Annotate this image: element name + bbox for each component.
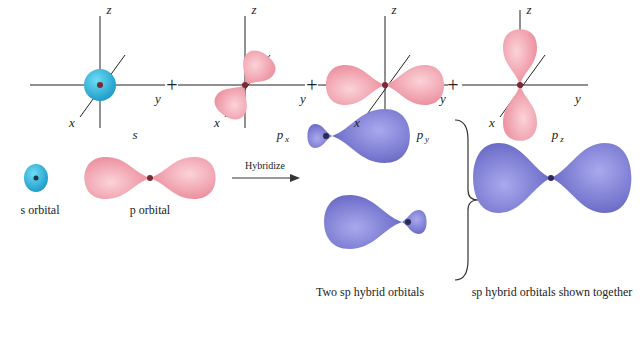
plus-sign: + xyxy=(306,75,317,95)
caption-label: p orbital xyxy=(130,204,170,216)
orbital-subscript: x xyxy=(285,135,289,144)
bracket xyxy=(455,120,478,280)
axis-label: z xyxy=(526,3,531,16)
axis-label: y xyxy=(440,92,446,105)
axis-label: z xyxy=(251,3,256,16)
orbital-label: p xyxy=(277,128,284,141)
orbital-label: s xyxy=(132,128,137,141)
axis-label: y xyxy=(155,92,161,105)
axis-label: y xyxy=(300,92,306,105)
s-orbital xyxy=(84,69,116,101)
orbital-subscript: y xyxy=(425,135,429,144)
s-orbital xyxy=(24,164,48,192)
caption-label: Two sp hybrid orbitals xyxy=(316,286,424,298)
plus-sign: + xyxy=(447,75,458,95)
caption-label: sp hybrid orbitals shown together xyxy=(472,286,633,298)
axis-label: x xyxy=(214,116,220,129)
axes xyxy=(30,16,165,128)
axis-label: x xyxy=(489,116,495,129)
orbital-label: p xyxy=(552,128,559,141)
axis-label: z xyxy=(106,3,111,16)
orbital-label: p xyxy=(417,128,424,141)
axis-label: x xyxy=(354,116,360,129)
axis-label: z xyxy=(391,3,396,16)
axis-label: y xyxy=(575,92,581,105)
axis-label: x xyxy=(69,116,75,129)
caption-label: s orbital xyxy=(21,204,60,216)
orbital-subscript: z xyxy=(560,135,564,144)
axes xyxy=(178,16,305,128)
plus-sign: + xyxy=(166,75,177,95)
hybridize-arrow xyxy=(232,177,292,178)
arrow-label: Hybridize xyxy=(245,161,285,171)
